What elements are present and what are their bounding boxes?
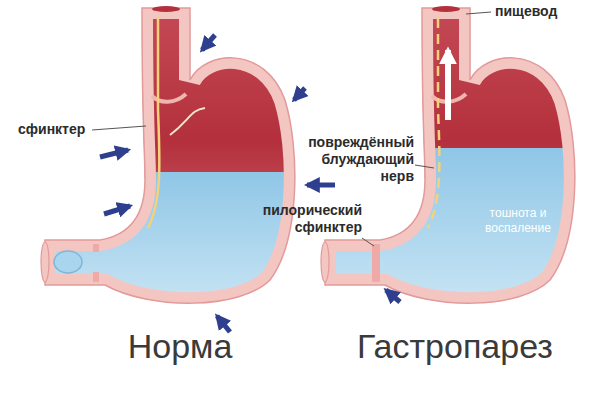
part-label: пилорический сфинктер (262, 202, 362, 236)
pyloric-sphincter-closed (372, 244, 380, 282)
contraction-arrow (307, 183, 335, 188)
contraction-arrow (104, 206, 130, 214)
stomach-wall (45, 8, 295, 303)
label-box: пищевод (495, 3, 595, 20)
contraction-arrow (100, 150, 128, 157)
food-bolus (54, 251, 82, 273)
leader-line (92, 126, 146, 130)
food-flow (170, 108, 205, 135)
part-label: тошнота и воспаление (476, 206, 560, 236)
figure-caption: Гастропарез (320, 326, 590, 366)
esophagus-opening (152, 6, 180, 12)
label-box: сфинктер (18, 121, 94, 138)
part-label: пищевод (495, 3, 595, 20)
duodenum-opening (321, 242, 329, 282)
vagus-nerve (148, 18, 159, 228)
contraction-arrow (294, 88, 305, 100)
part-label: повреждённый блуждающий нерв (288, 134, 414, 185)
label-box: Гастропарез (320, 326, 590, 366)
label-box: тошнота и воспаление (476, 206, 560, 236)
label-box: пилорический сфинктер (262, 202, 362, 236)
esophagus-opening (432, 6, 460, 12)
pyloric-sphincter-open (93, 244, 99, 282)
label-box: Норма (90, 326, 270, 366)
normal-stomach (0, 6, 335, 332)
reflux-arrow (445, 50, 451, 120)
part-label: сфинктер (18, 121, 94, 138)
leader-line (415, 165, 434, 168)
stomach-outline (45, 8, 295, 303)
damaged-vagus-nerve (428, 18, 439, 228)
leader-line (466, 12, 491, 14)
contraction-arrow (202, 35, 215, 50)
duodenum-opening (41, 242, 49, 282)
leader-line (362, 238, 374, 246)
figure-caption: Норма (90, 326, 270, 366)
pylorus-arrow (386, 290, 400, 302)
label-box: повреждённый блуждающий нерв (288, 134, 414, 185)
gastroparesis-stomach (280, 6, 600, 323)
